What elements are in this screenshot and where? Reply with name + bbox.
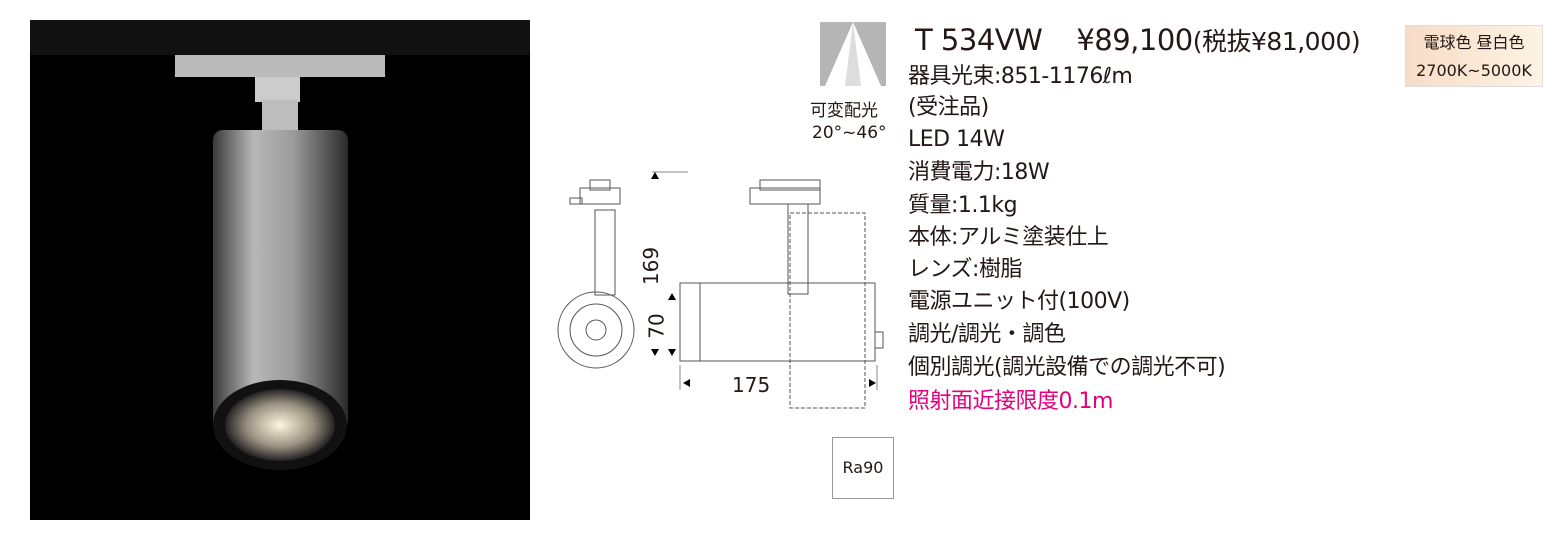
proximity-warning: 照射面近接限度0.1m — [908, 389, 1113, 414]
product-title: T 534VW ¥89,100(税抜¥81,000) — [915, 22, 1361, 58]
cri-badge: Ra90 — [832, 437, 894, 499]
price-ex-tax: (税抜¥81,000) — [1192, 27, 1361, 56]
spec-line: 器具光束:851-1176ℓm — [908, 64, 1133, 89]
beam-angle-icon — [820, 22, 886, 86]
spec-line: 個別調光(調光設備での調光不可) — [908, 355, 1226, 380]
product-photo — [30, 20, 530, 520]
spec-line: 調光/調光・調色 — [908, 322, 1066, 347]
spec-line: レンズ:樹脂 — [908, 257, 1022, 282]
color-temp-names: 電球色 昼白色 — [1423, 33, 1525, 52]
spec-line: 電源ユニット付(100V) — [908, 289, 1130, 314]
spec-line: (受注品) — [908, 95, 989, 120]
dimension-height: 169 — [639, 246, 664, 286]
color-temp-range: 2700K~5000K — [1416, 61, 1532, 80]
dimension-length: 175 — [732, 373, 771, 397]
spec-line: 本体:アルミ塗装仕上 — [908, 225, 1109, 250]
beam-label: 可変配光 — [810, 101, 878, 121]
model-number: T 534VW — [915, 23, 1043, 57]
spec-line: 消費電力:18W — [908, 160, 1050, 185]
spotlight-image — [30, 20, 530, 470]
dimension-diameter: 70 — [644, 313, 669, 339]
color-temp-badge: 電球色 昼白色 2700K~5000K — [1405, 25, 1543, 87]
beam-angle: 20°~46° — [812, 123, 887, 143]
dimension-drawing — [557, 171, 884, 409]
spec-line: LED 14W — [908, 127, 1005, 152]
price: ¥89,100 — [1076, 23, 1193, 57]
spec-line: 質量:1.1kg — [908, 193, 1018, 218]
